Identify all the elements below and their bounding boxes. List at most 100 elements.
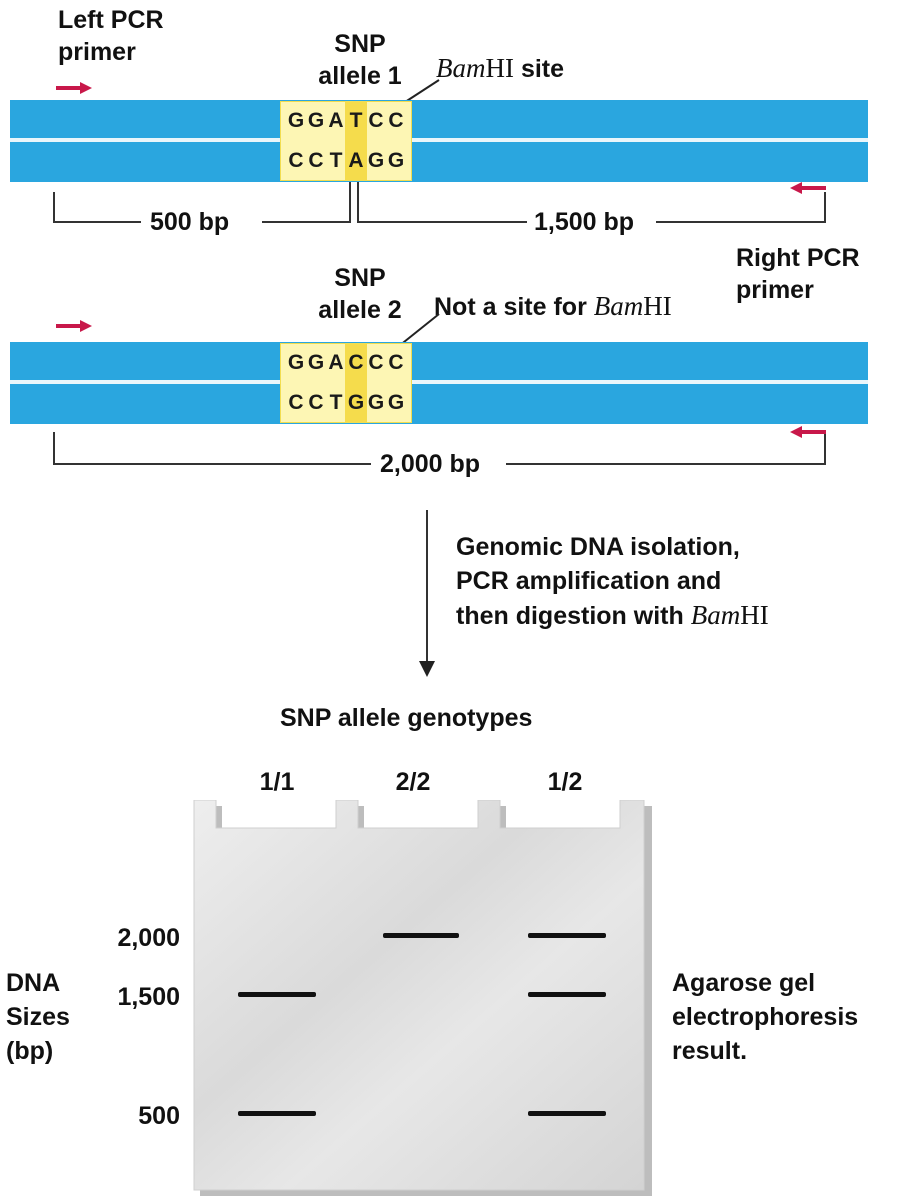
snp-allele2-label-line2: allele 2 [318,296,402,324]
not-site-italic: Bam [593,291,644,321]
bracket-500-right-line [262,221,350,223]
left-primer-label-line2: primer [58,38,136,66]
right-primer-label: Right PCR primer [736,242,860,306]
length-1500-label: 1,500 bp [534,208,635,236]
allele1-bottom-base: G [387,149,405,172]
lane-label-1-2: 1/2 [547,768,583,796]
allele1-top-base: C [368,109,384,132]
bracket-500-right-tick [349,182,351,223]
allele1-sequence-box: G G A T C C C C T A G G [280,101,412,181]
left-primer-label-line1: Left PCR [58,6,164,34]
band-lane2-2000 [383,933,459,938]
bamhi-site-hi: HI [485,53,515,83]
process-arrow-shaft [426,510,428,666]
result-label-line3: result. [672,1037,748,1065]
dna-allele2: G G A C C C C C T G G G [10,342,868,424]
bracket-500-left-tick [53,192,55,222]
size-label-1500: 1,500 [117,983,180,1011]
allele1-top-base: G [287,109,305,132]
bracket-1500-left-line [357,221,527,223]
allele2-bottom-base: G [347,391,365,414]
lane-label-1-1: 1/1 [259,768,295,796]
process-arrow-head [419,661,435,677]
size-label-2000: 2,000 [117,924,180,952]
dna-sizes-axis-label: DNA Sizes (bp) [6,966,70,1068]
axis-label-line2: Sizes [6,1003,70,1031]
allele2-top-base: C [368,351,384,374]
size-label-500: 500 [138,1102,180,1130]
process-line3-italic: Bam [690,600,741,630]
process-line3: then digestion with BamHI [456,598,769,633]
lane-label-2-2: 2/2 [395,768,431,796]
process-line2: PCR amplification and [456,567,722,595]
left-primer-arrow-1 [56,82,92,94]
process-description: Genomic DNA isolation, PCR amplification… [456,530,769,633]
band-lane1-1500 [238,992,316,997]
right-primer-label-line1: Right PCR [736,244,860,272]
process-line1: Genomic DNA isolation, [456,533,740,561]
left-primer-arrow-2 [56,320,92,332]
bracket-2000-left-line [53,463,371,465]
band-lane3-500 [528,1111,606,1116]
allele2-bottom-base: C [288,391,304,414]
allele1-top-base: A [328,109,344,132]
allele2-bottom-strand: C C T G G G [281,384,411,422]
gel-title: SNP allele genotypes [280,704,533,732]
allele2-bottom-base: G [387,391,405,414]
allele2-bottom-base: C [308,391,324,414]
bracket-1500-right-tick [824,192,826,223]
band-lane3-1500 [528,992,606,997]
band-lane3-2000 [528,933,606,938]
allele1-bottom-base: T [329,149,343,172]
length-2000-label: 2,000 bp [380,450,481,478]
allele2-bottom-base: T [329,391,343,414]
allele1-bottom-base: A [348,149,364,172]
dna-allele1-strand-separator [10,138,868,142]
bamhi-site-label: BamHI site [436,52,564,85]
dna-allele1: G G A T C C C C T A G G [10,100,868,182]
allele2-snp-highlight [345,344,367,422]
not-site-pointer [398,313,440,347]
axis-label-line3: (bp) [6,1037,54,1065]
result-label-line2: electrophoresis [672,1003,859,1031]
allele2-top-strand: G G A C C C [281,344,411,382]
snp-allele2-label-line1: SNP [334,264,386,292]
process-line3-prefix: then digestion with [456,602,691,630]
not-bamhi-site-label: Not a site for BamHI [434,290,672,323]
allele2-bottom-base: G [367,391,385,414]
agarose-gel [193,800,652,1196]
snp-allele1-label-line2: allele 1 [318,62,402,90]
right-primer-arrow-2 [790,426,826,438]
allele1-bottom-base: G [367,149,385,172]
bamhi-site-word: site [514,55,565,83]
result-label-line1: Agarose gel [672,969,816,997]
allele2-top-base: A [328,351,344,374]
snp-allele1-label-line1: SNP [334,30,386,58]
allele1-top-base: G [307,109,325,132]
snp-allele2-label: SNP allele 2 [300,262,420,326]
allele2-top-base: C [348,351,364,374]
bracket-1500-right-line [656,221,826,223]
snp-allele1-label: SNP allele 1 [300,28,420,92]
bamhi-site-italic: Bam [436,53,486,83]
length-500-label: 500 bp [150,208,230,236]
allele1-top-base: C [388,109,404,132]
axis-label-line1: DNA [6,969,61,997]
left-primer-label: Left PCR primer [58,4,164,68]
not-site-prefix: Not a site for [434,293,594,321]
allele1-top-base: T [349,109,363,132]
allele2-sequence-box: G G A C C C C C T G G G [280,343,412,423]
bracket-1500-left-tick [357,182,359,223]
allele1-bottom-base: C [288,149,304,172]
allele2-top-base: G [287,351,305,374]
band-lane1-500 [238,1111,316,1116]
right-primer-label-line2: primer [736,276,814,304]
allele2-top-base: C [388,351,404,374]
process-line3-roman: HI [740,600,769,630]
dna-allele2-strand-separator [10,380,868,384]
bracket-2000-right-line [506,463,826,465]
bracket-500-left-line [53,221,141,223]
allele1-bottom-strand: C C T A G G [281,142,411,180]
gel-result-label: Agarose gel electrophoresis result. [672,966,858,1068]
right-primer-arrow-1 [790,182,826,194]
